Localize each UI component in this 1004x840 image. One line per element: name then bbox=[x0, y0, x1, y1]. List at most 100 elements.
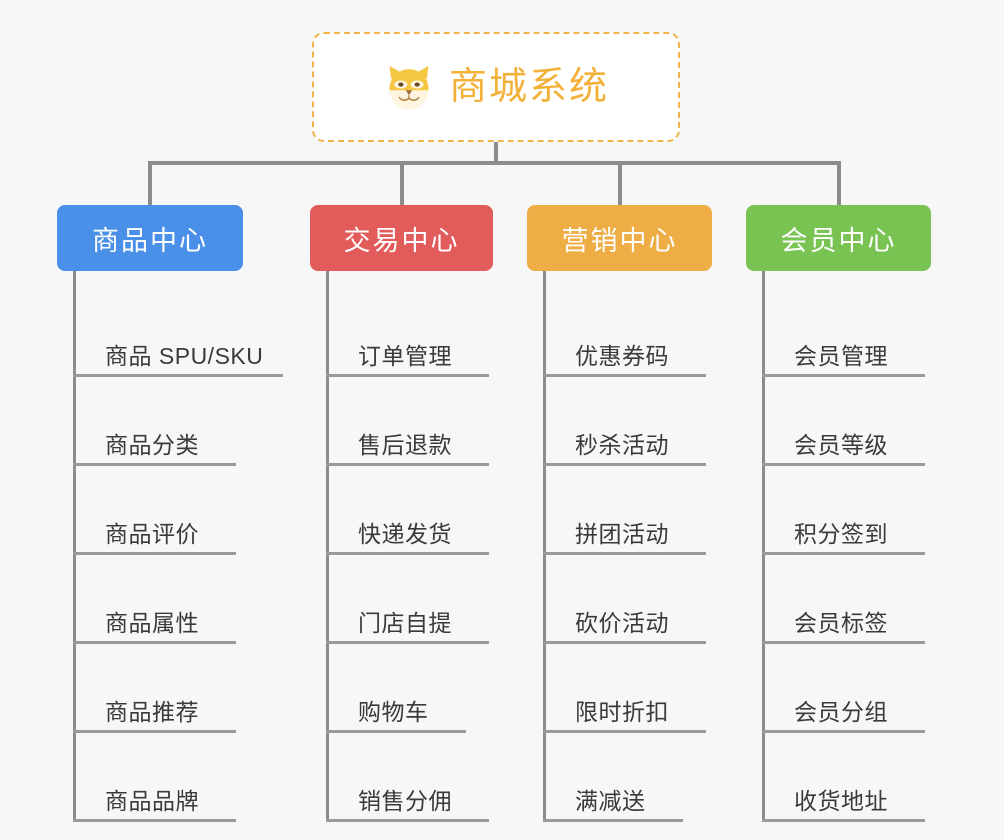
leaf-item[interactable]: 商品 SPU/SKU bbox=[73, 288, 283, 377]
leaf-underline bbox=[543, 730, 706, 733]
drop-connector-2 bbox=[400, 161, 404, 207]
leaf-label: 快递发货 bbox=[358, 520, 452, 547]
leaf-label: 商品 SPU/SKU bbox=[105, 342, 264, 369]
leaf-list-member-center: 会员管理 会员等级 积分签到 会员标签 会员分组 收货地址 bbox=[762, 271, 931, 822]
leaf-label: 会员分组 bbox=[794, 698, 888, 725]
category-box-marketing-center[interactable]: 营销中心 bbox=[527, 205, 712, 271]
leaf-item[interactable]: 会员管理 bbox=[762, 288, 931, 377]
leaf-underline bbox=[543, 374, 706, 377]
leaf-underline bbox=[762, 641, 925, 644]
leaf-underline bbox=[543, 819, 683, 822]
leaf-underline bbox=[543, 552, 706, 555]
leaf-label: 限时折扣 bbox=[575, 698, 669, 725]
leaf-item[interactable]: 商品评价 bbox=[73, 466, 243, 555]
leaf-underline bbox=[326, 730, 466, 733]
leaf-label: 会员标签 bbox=[794, 609, 888, 636]
leaf-underline bbox=[73, 730, 236, 733]
leaf-list-marketing-center: 优惠券码 秒杀活动 拼团活动 砍价活动 限时折扣 满减送 bbox=[543, 271, 712, 822]
leaf-item[interactable]: 商品推荐 bbox=[73, 644, 243, 733]
column-trade-center: 交易中心 订单管理 售后退款 快递发货 门店自提 购物车 bbox=[310, 205, 493, 822]
leaf-item[interactable]: 商品分类 bbox=[73, 377, 243, 466]
leaf-item[interactable]: 优惠券码 bbox=[543, 288, 712, 377]
leaf-label: 订单管理 bbox=[358, 342, 452, 369]
leaf-label: 商品品牌 bbox=[105, 787, 199, 814]
leaf-item[interactable]: 购物车 bbox=[326, 644, 493, 733]
leaf-label: 积分签到 bbox=[794, 520, 888, 547]
leaf-item[interactable]: 砍价活动 bbox=[543, 555, 712, 644]
leaf-item[interactable]: 门店自提 bbox=[326, 555, 493, 644]
leaf-item[interactable]: 收货地址 bbox=[762, 733, 931, 822]
leaf-underline bbox=[326, 374, 489, 377]
leaf-label: 门店自提 bbox=[358, 609, 452, 636]
category-label-trade-center: 交易中心 bbox=[343, 225, 460, 256]
column-member-center: 会员中心 会员管理 会员等级 积分签到 会员标签 会员分组 bbox=[746, 205, 931, 822]
leaf-underline bbox=[762, 730, 925, 733]
category-box-product-center[interactable]: 商品中心 bbox=[57, 205, 243, 271]
leaf-underline bbox=[326, 819, 489, 822]
category-label-marketing-center: 营销中心 bbox=[561, 225, 678, 256]
leaf-label: 售后退款 bbox=[358, 431, 452, 458]
horizontal-bus-connector bbox=[148, 161, 841, 165]
leaf-item[interactable]: 秒杀活动 bbox=[543, 377, 712, 466]
column-marketing-center: 营销中心 优惠券码 秒杀活动 拼团活动 砍价活动 限时折扣 bbox=[527, 205, 712, 822]
category-label-product-center: 商品中心 bbox=[92, 225, 208, 256]
leaf-label: 商品属性 bbox=[105, 609, 199, 636]
leaf-underline bbox=[73, 641, 236, 644]
category-box-member-center[interactable]: 会员中心 bbox=[746, 205, 931, 271]
leaf-underline bbox=[73, 374, 283, 377]
leaf-label: 会员等级 bbox=[794, 431, 888, 458]
leaf-item[interactable]: 销售分佣 bbox=[326, 733, 493, 822]
leaf-label: 收货地址 bbox=[794, 787, 888, 814]
leaf-label: 优惠券码 bbox=[575, 342, 669, 369]
leaf-item[interactable]: 拼团活动 bbox=[543, 466, 712, 555]
leaf-item[interactable]: 会员标签 bbox=[762, 555, 931, 644]
leaf-underline bbox=[73, 819, 236, 822]
leaf-underline bbox=[762, 463, 925, 466]
leaf-label: 砍价活动 bbox=[575, 609, 669, 636]
leaf-underline bbox=[73, 552, 236, 555]
leaf-underline bbox=[543, 463, 706, 466]
drop-connector-3 bbox=[618, 161, 622, 207]
leaf-underline bbox=[762, 374, 925, 377]
leaf-label: 商品推荐 bbox=[105, 698, 199, 725]
root-node[interactable]: 商城系统 bbox=[312, 32, 680, 142]
leaf-item[interactable]: 会员等级 bbox=[762, 377, 931, 466]
leaf-item[interactable]: 快递发货 bbox=[326, 466, 493, 555]
trunk-line-marketing-center bbox=[543, 271, 546, 819]
leaf-item[interactable]: 限时折扣 bbox=[543, 644, 712, 733]
leaf-label: 商品分类 bbox=[105, 431, 199, 458]
root-stem-connector bbox=[494, 142, 498, 163]
leaf-list-product-center: 商品 SPU/SKU 商品分类 商品评价 商品属性 商品推荐 商品品牌 bbox=[73, 271, 283, 822]
leaf-item[interactable]: 满减送 bbox=[543, 733, 712, 822]
leaf-label: 销售分佣 bbox=[358, 787, 452, 814]
category-box-trade-center[interactable]: 交易中心 bbox=[310, 205, 493, 271]
leaf-item[interactable]: 订单管理 bbox=[326, 288, 493, 377]
drop-connector-1 bbox=[148, 161, 152, 207]
leaf-label: 购物车 bbox=[358, 698, 429, 725]
leaf-list-trade-center: 订单管理 售后退款 快递发货 门店自提 购物车 销售分佣 bbox=[326, 271, 493, 822]
column-product-center: 商品中心 商品 SPU/SKU 商品分类 商品评价 商品属性 商品推荐 bbox=[57, 205, 283, 822]
root-title: 商城系统 bbox=[448, 66, 609, 108]
trunk-line-member-center bbox=[762, 271, 765, 819]
leaf-underline bbox=[762, 819, 925, 822]
leaf-label: 秒杀活动 bbox=[575, 431, 669, 458]
leaf-underline bbox=[543, 641, 706, 644]
trunk-line-trade-center bbox=[326, 271, 329, 819]
shiba-dog-face-icon bbox=[389, 65, 429, 110]
leaf-underline bbox=[73, 463, 236, 466]
leaf-item[interactable]: 会员分组 bbox=[762, 644, 931, 733]
drop-connector-4 bbox=[837, 161, 841, 207]
leaf-label: 商品评价 bbox=[105, 520, 199, 547]
category-label-member-center: 会员中心 bbox=[780, 225, 897, 256]
leaf-item[interactable]: 商品属性 bbox=[73, 555, 243, 644]
trunk-line-product-center bbox=[73, 271, 76, 819]
leaf-item[interactable]: 积分签到 bbox=[762, 466, 931, 555]
leaf-underline bbox=[762, 552, 925, 555]
leaf-label: 满减送 bbox=[575, 787, 646, 814]
leaf-item[interactable]: 商品品牌 bbox=[73, 733, 243, 822]
leaf-underline bbox=[326, 552, 489, 555]
leaf-label: 会员管理 bbox=[794, 342, 888, 369]
leaf-label: 拼团活动 bbox=[575, 520, 669, 547]
leaf-item[interactable]: 售后退款 bbox=[326, 377, 493, 466]
